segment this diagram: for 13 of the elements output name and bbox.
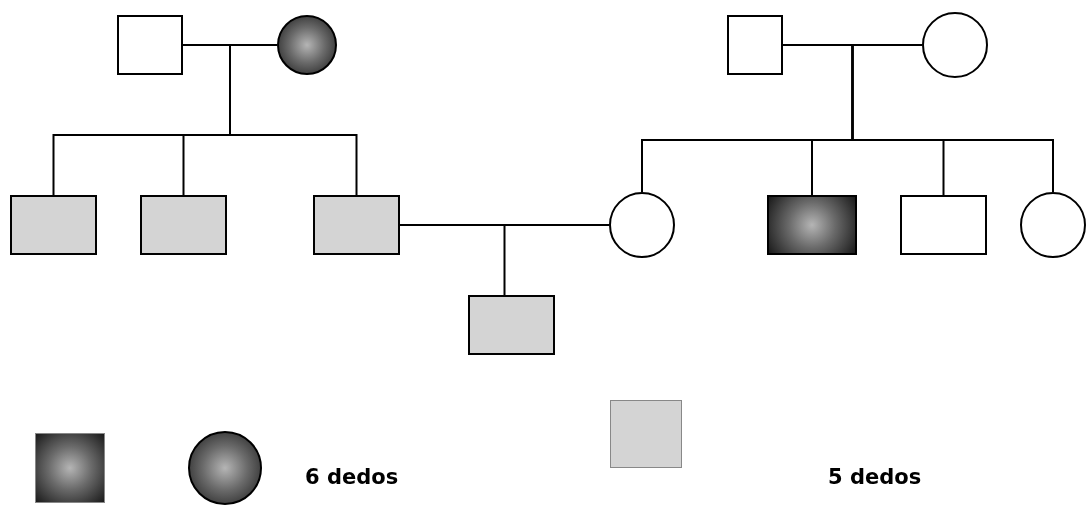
square-symbol: [140, 195, 227, 255]
legend-label: 5 dedos: [828, 465, 922, 489]
square-symbol: [10, 195, 97, 255]
pedigree-line: [182, 44, 358, 196]
square-symbol: [313, 195, 400, 255]
square-symbol: [767, 195, 857, 255]
square-symbol: [468, 295, 555, 355]
square-symbol: [727, 15, 783, 75]
square-symbol: [900, 195, 987, 255]
pedigree-line: [399, 224, 506, 296]
circle-symbol: [277, 15, 337, 75]
square-symbol: [117, 15, 183, 75]
legend-label: 6 dedos: [305, 465, 399, 489]
